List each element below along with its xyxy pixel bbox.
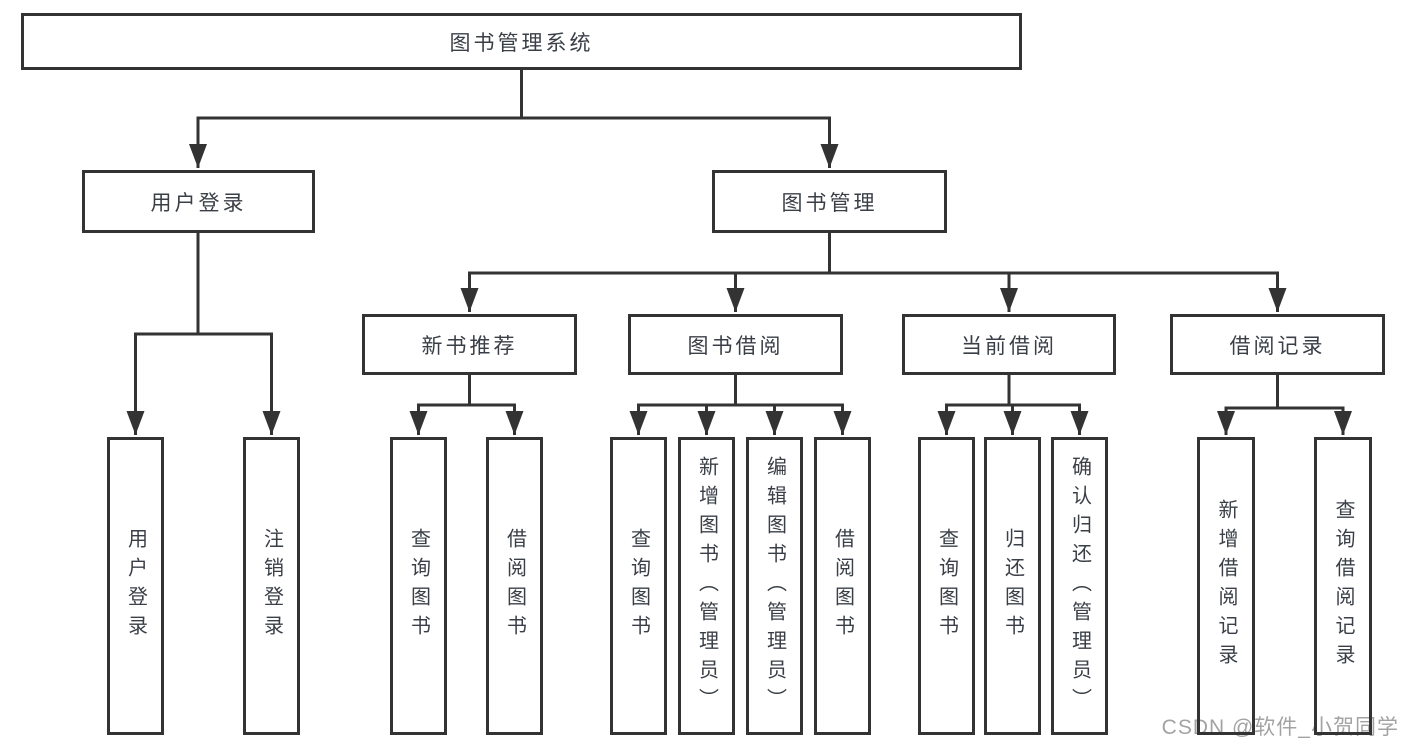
node-label: 查询借阅记录: [1332, 499, 1354, 673]
node-book-management: 图书管理: [712, 170, 947, 233]
leaf-query-books-recommend: 查询图书: [390, 437, 447, 735]
leaf-add-books-admin: 新增图书（管理员）: [678, 437, 735, 735]
node-borrow-records: 借阅记录: [1170, 314, 1385, 375]
leaf-edit-books-admin: 编辑图书（管理员）: [746, 437, 803, 735]
leaf-return-books: 归还图书: [984, 437, 1041, 735]
connector-book-management-children: [460, 233, 1287, 312]
node-label: 借阅记录: [1229, 334, 1326, 358]
leaf-confirm-return-admin: 确认归还（管理员）: [1051, 437, 1108, 735]
node-label: 注销登录: [260, 528, 283, 644]
leaf-borrow-books-recommend: 借阅图书: [486, 437, 543, 735]
node-label: 图书借阅: [687, 334, 784, 358]
node-label: 用户登录: [124, 528, 147, 644]
node-label: 用户登录: [150, 191, 247, 215]
node-label: 查询图书: [407, 528, 430, 644]
node-label: 借阅图书: [503, 528, 526, 644]
leaf-user-login: 用户登录: [107, 437, 164, 735]
connector-root-to-level2: [189, 70, 839, 168]
node-book-borrow: 图书借阅: [628, 314, 843, 375]
leaf-borrow-books: 借阅图书: [814, 437, 871, 735]
connector-current-borrow-children: [937, 375, 1089, 435]
node-label: 新书推荐: [421, 334, 518, 358]
node-user-login: 用户登录: [82, 170, 315, 233]
node-label: 借阅图书: [831, 528, 854, 644]
leaf-query-borrow-record: 查询借阅记录: [1314, 437, 1372, 735]
node-label: 查询图书: [627, 528, 650, 644]
node-label: 图书管理: [781, 191, 878, 215]
connector-borrow-records-children: [1217, 375, 1352, 435]
node-label: 归还图书: [1001, 528, 1024, 644]
node-label: 新增借阅记录: [1215, 499, 1237, 673]
node-label: 编辑图书（管理员）: [763, 455, 786, 717]
node-system-root: 图书管理系统: [21, 13, 1022, 70]
leaf-add-borrow-record: 新增借阅记录: [1197, 437, 1255, 735]
leaf-query-books-current: 查询图书: [918, 437, 975, 735]
connector-book-borrow-children: [629, 375, 852, 435]
node-new-book-recommend: 新书推荐: [362, 314, 577, 375]
node-label: 查询图书: [935, 528, 958, 644]
connector-new-book-recommend-children: [409, 375, 524, 435]
leaf-query-books-borrow: 查询图书: [610, 437, 667, 735]
node-label: 当前借阅: [961, 334, 1057, 358]
connector-user-login-children: [126, 233, 281, 435]
node-current-borrow: 当前借阅: [902, 314, 1116, 375]
node-label: 图书管理系统: [449, 31, 594, 55]
node-label: 确认归还（管理员）: [1068, 455, 1091, 717]
node-label: 新增图书（管理员）: [695, 455, 718, 717]
leaf-logout: 注销登录: [243, 437, 300, 735]
